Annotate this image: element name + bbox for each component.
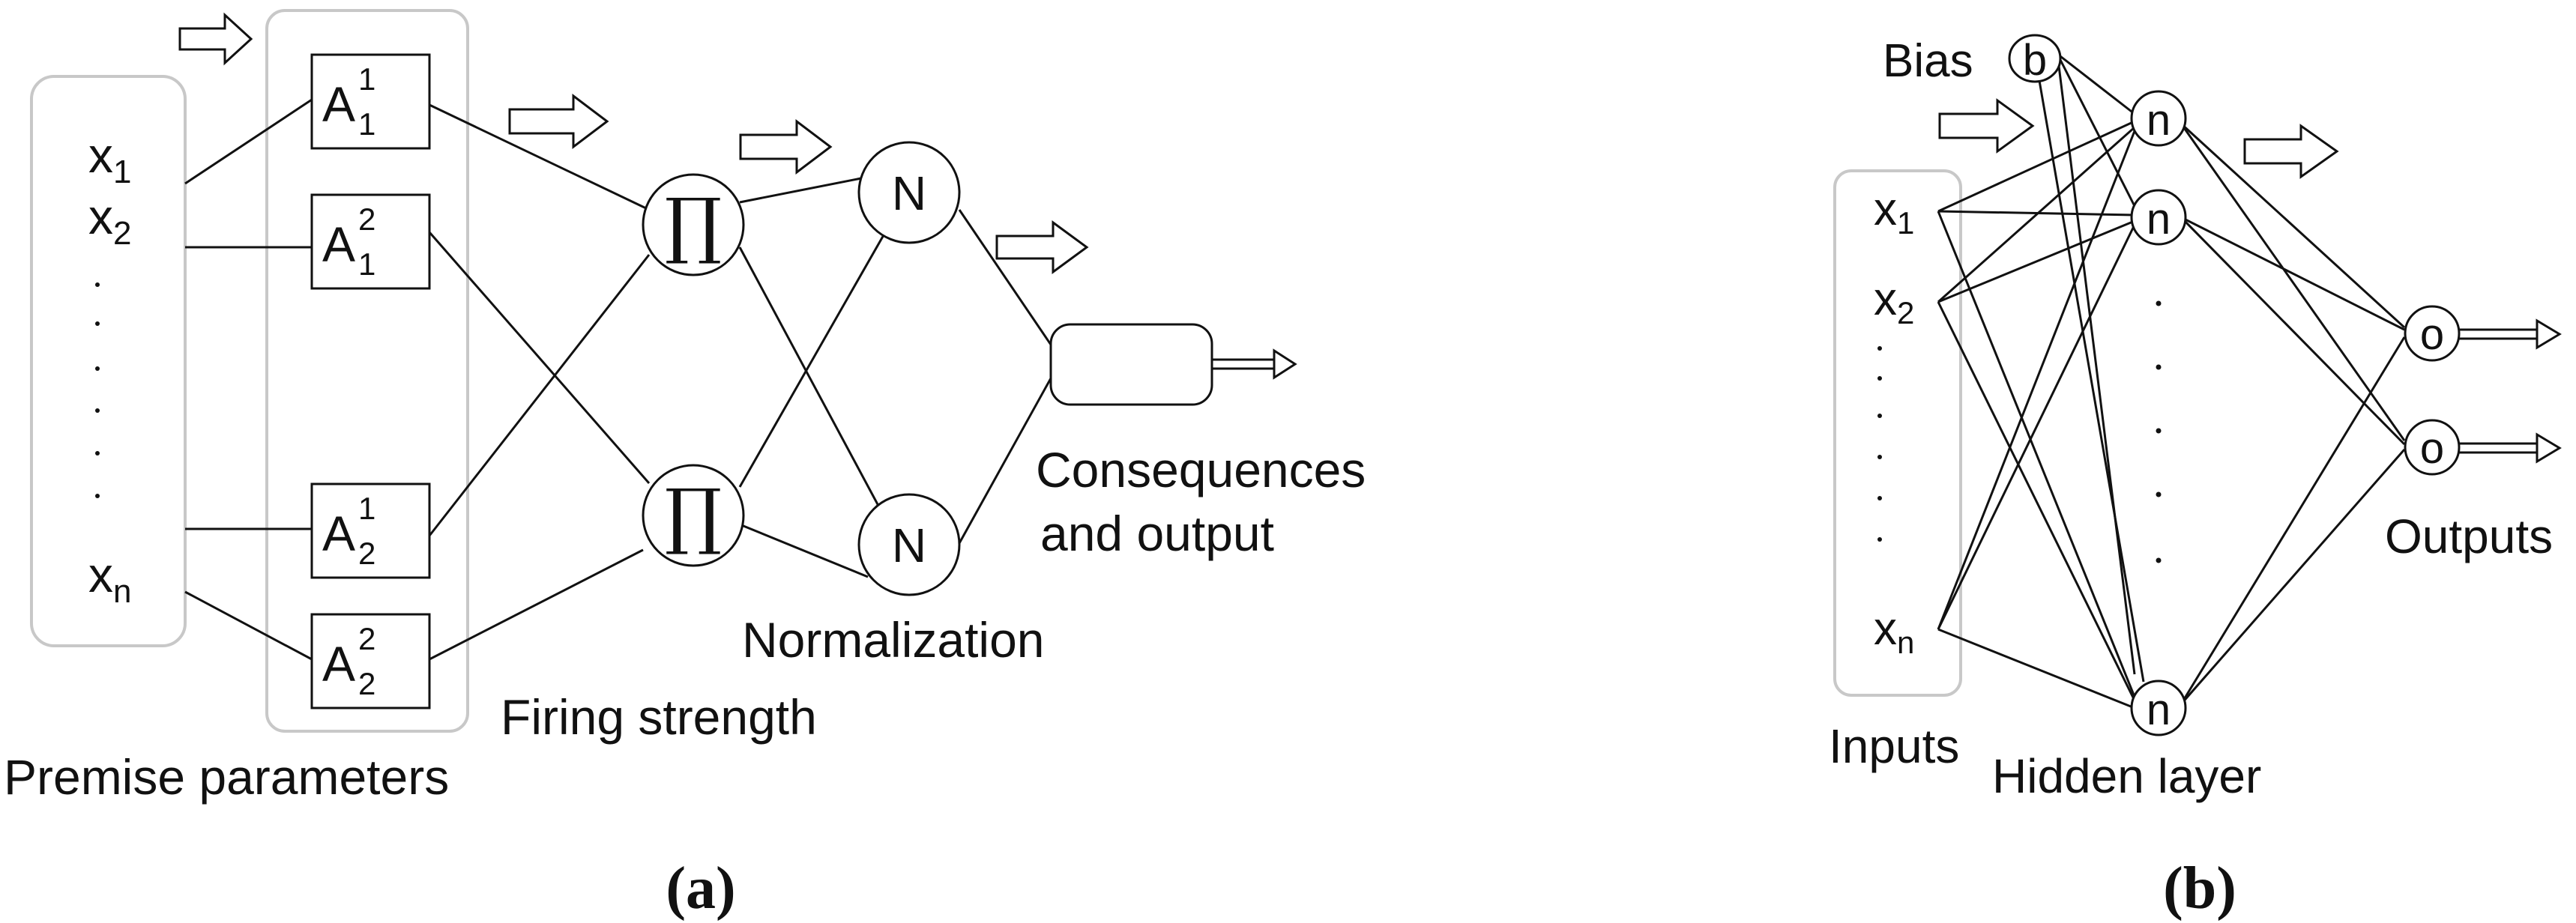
output-arrow bbox=[1212, 348, 1297, 380]
svg-text:2: 2 bbox=[358, 536, 375, 571]
panel-a-anfis: x1 x2 xn A 1 1 A 2 1 A 1 2 bbox=[4, 9, 1366, 922]
input-xn: xn bbox=[88, 547, 131, 610]
svg-text:2: 2 bbox=[358, 202, 375, 237]
svg-text:1: 1 bbox=[358, 106, 375, 142]
svg-text:n: n bbox=[2147, 195, 2171, 243]
flow-arrow-3 bbox=[739, 118, 833, 175]
mf-node-a22: A 2 2 bbox=[310, 613, 431, 709]
premise-group-box bbox=[265, 9, 469, 733]
mlp-input-group-box bbox=[1833, 169, 1962, 697]
mlp-inputs: x1 x2 xn bbox=[1874, 184, 1914, 660]
svg-text:A: A bbox=[322, 636, 355, 692]
mlp-input-ellipsis-dots bbox=[1877, 346, 1882, 542]
svg-text:1: 1 bbox=[358, 491, 375, 526]
flow-arrow-2 bbox=[508, 93, 609, 150]
hidden-ellipsis-dots bbox=[2156, 300, 2162, 563]
output-summation-node bbox=[1049, 323, 1213, 406]
label-and-output: and output bbox=[1040, 506, 1274, 561]
mlp-flow-arrow-2 bbox=[2243, 124, 2339, 179]
caption-a: (a) bbox=[666, 856, 735, 922]
output-arrow-1 bbox=[2459, 318, 2562, 350]
hidden-node-1: n bbox=[2130, 90, 2187, 147]
label-outputs: Outputs bbox=[2385, 509, 2553, 563]
caption-b: (b) bbox=[2163, 856, 2236, 922]
mlp-connections bbox=[1937, 52, 2406, 709]
flow-arrow-1 bbox=[178, 12, 253, 66]
mlp-flow-arrow-1 bbox=[1938, 98, 2035, 154]
panel-b-mlp: Bias b x1 x2 xn n n bbox=[1829, 34, 2562, 922]
svg-text:A: A bbox=[322, 506, 355, 561]
output-arrow-2 bbox=[2459, 432, 2562, 464]
svg-text:n: n bbox=[2147, 96, 2171, 145]
anfis-inputs: x1 x2 xn bbox=[88, 127, 131, 610]
svg-text:A: A bbox=[322, 76, 355, 132]
input-group-box bbox=[30, 75, 187, 647]
svg-text:n: n bbox=[2147, 686, 2171, 734]
svg-text:2: 2 bbox=[358, 621, 375, 656]
mlp-input-x1: x1 bbox=[1874, 184, 1914, 240]
label-consequences: Consequences bbox=[1036, 442, 1366, 497]
bias-node: b bbox=[2008, 34, 2062, 85]
norm-node-1: N bbox=[857, 141, 961, 244]
label-premise-parameters: Premise parameters bbox=[4, 749, 449, 805]
anfis-connections bbox=[184, 98, 1052, 661]
svg-text:N: N bbox=[892, 166, 926, 220]
label-hidden-layer: Hidden layer bbox=[1992, 749, 2261, 803]
input-x2: x2 bbox=[88, 189, 131, 252]
mlp-input-x2: x2 bbox=[1874, 273, 1914, 330]
output-node-1: o bbox=[2404, 305, 2461, 362]
mlp-input-xn: xn bbox=[1874, 603, 1914, 660]
label-inputs: Inputs bbox=[1829, 719, 1959, 773]
svg-text:1: 1 bbox=[358, 61, 375, 97]
input-x1: x1 bbox=[88, 127, 131, 190]
svg-text:∏: ∏ bbox=[665, 473, 722, 557]
product-node-1: ∏ bbox=[642, 173, 745, 276]
label-bias: Bias bbox=[1883, 35, 1973, 87]
product-node-2: ∏ bbox=[642, 464, 745, 567]
svg-text:1: 1 bbox=[358, 246, 375, 282]
hidden-node-2: n bbox=[2130, 189, 2187, 246]
svg-text:b: b bbox=[2023, 36, 2047, 85]
svg-text:o: o bbox=[2420, 310, 2444, 359]
flow-arrow-4 bbox=[995, 220, 1089, 274]
svg-text:o: o bbox=[2420, 424, 2444, 473]
label-normalization: Normalization bbox=[742, 612, 1044, 668]
mf-node-a12: A 2 1 bbox=[310, 193, 431, 290]
label-firing-strength: Firing strength bbox=[501, 689, 817, 745]
svg-text:∏: ∏ bbox=[665, 183, 722, 267]
output-node-2: o bbox=[2404, 419, 2461, 476]
norm-node-2: N bbox=[857, 493, 961, 596]
hidden-node-n: n bbox=[2130, 680, 2187, 736]
mf-node-a11: A 1 1 bbox=[310, 53, 431, 150]
mf-node-a21: A 1 2 bbox=[310, 482, 431, 579]
input-ellipsis-dots bbox=[95, 282, 100, 498]
svg-text:2: 2 bbox=[358, 666, 375, 701]
svg-text:A: A bbox=[322, 217, 355, 272]
svg-text:N: N bbox=[892, 518, 926, 572]
